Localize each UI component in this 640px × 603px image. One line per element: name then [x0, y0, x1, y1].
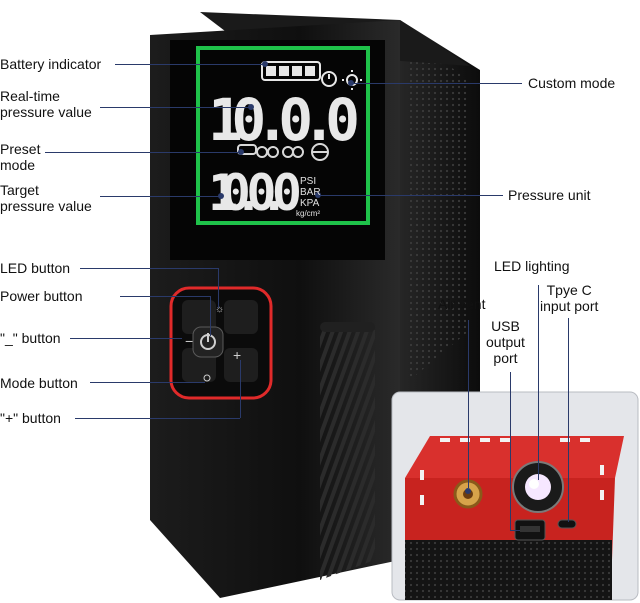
- unit-kpa: KPA: [300, 198, 320, 209]
- label-pressure-unit: Pressure unit: [508, 187, 591, 203]
- label-plus-button: "+" button: [0, 410, 61, 426]
- label-led-lighting: LED lighting: [494, 258, 570, 274]
- label-led-button: LED button: [0, 260, 71, 276]
- label-target-pressure: Target pressure value: [0, 182, 92, 214]
- unit-kgcm: kg/cm²: [296, 209, 320, 218]
- label-power-button: Power button: [0, 288, 83, 304]
- label-realtime-pressure: Real-time pressure value: [0, 88, 92, 120]
- label-mode-button: Mode button: [0, 375, 78, 391]
- target-digits: 10.0.0: [208, 164, 300, 222]
- label-preset-mode: Preset mode: [0, 141, 41, 173]
- preset-mode-icons: [237, 143, 329, 161]
- timer-icon: [321, 71, 337, 87]
- label-air-vent: Air vent: [438, 296, 486, 312]
- label-type-c-port: Tpye C input port: [540, 282, 599, 314]
- unit-bar: BAR: [300, 187, 321, 198]
- label-usb-output-port: USB output port: [486, 318, 525, 366]
- label-custom-mode: Custom mode: [528, 75, 616, 91]
- label-battery-indicator: Battery indicator: [0, 56, 102, 72]
- type-c-slot: [557, 519, 577, 529]
- display-border: [196, 46, 370, 225]
- label-minus-button: "_" button: [0, 330, 61, 346]
- realtime-digits: 10.0.0: [208, 86, 358, 154]
- svg-text:☼: ☼: [215, 304, 224, 315]
- svg-text:+: +: [233, 347, 241, 363]
- svg-text:−: −: [185, 333, 193, 349]
- unit-psi: PSI: [300, 176, 317, 187]
- battery-icon: [261, 61, 321, 81]
